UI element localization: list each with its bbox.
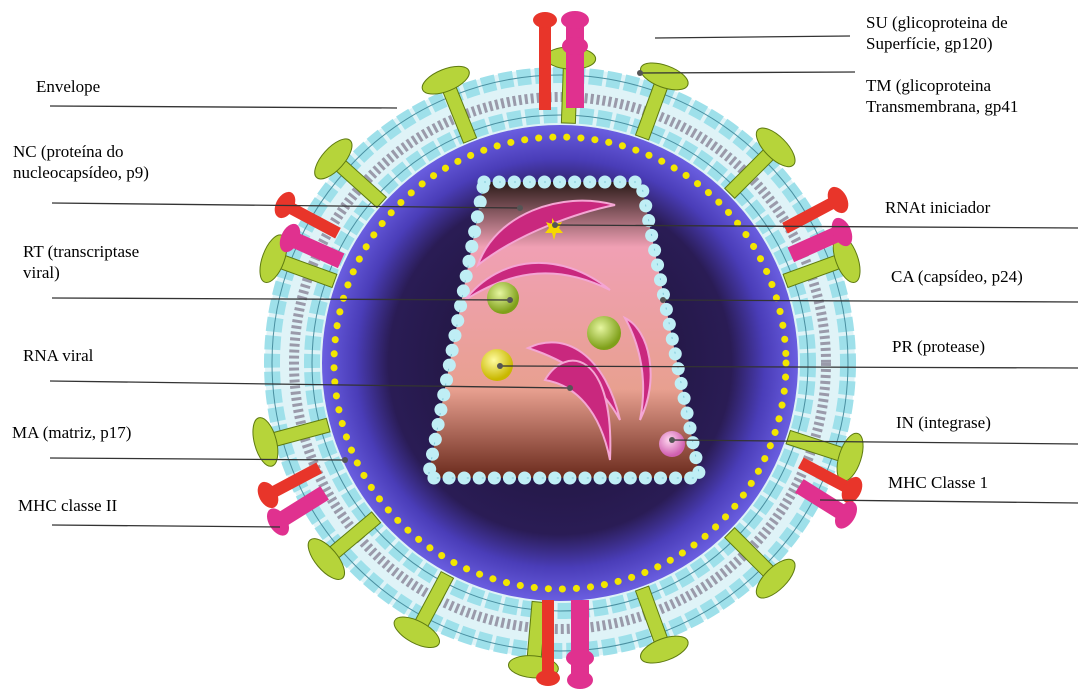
label-ca: CA (capsídeo, p24) <box>891 266 1023 287</box>
in-enzyme <box>659 431 685 457</box>
label-in: IN (integrase) <box>896 412 991 433</box>
label-rna-viral: RNA viral <box>23 345 93 366</box>
label-mhc-ii: MHC classe II <box>18 495 117 516</box>
label-envelope: Envelope <box>36 76 100 97</box>
label-pr: PR (protease) <box>892 336 985 357</box>
ca-protein <box>587 316 621 350</box>
pr-enzyme <box>481 349 513 381</box>
label-ma: MA (matriz, p17) <box>12 422 131 443</box>
rt-enzyme <box>487 282 519 314</box>
label-mhc-1: MHC Classe 1 <box>888 472 988 493</box>
label-trna: RNAt iniciador <box>885 197 990 218</box>
